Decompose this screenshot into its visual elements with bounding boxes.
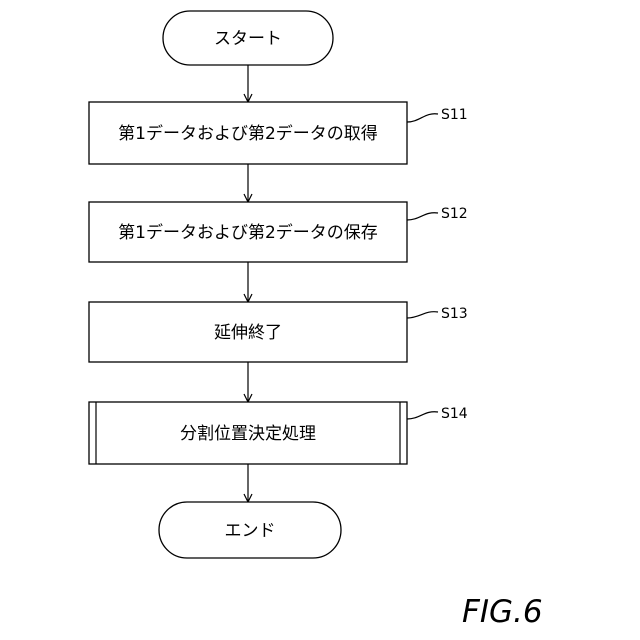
end-terminal-text: エンド	[225, 521, 276, 541]
step-s12-label: S12	[441, 206, 468, 222]
step-s12-leader	[407, 213, 438, 220]
step-s13-text: 延伸終了	[214, 323, 282, 343]
step-s14-leader	[407, 412, 438, 419]
step-s11-label: S11	[441, 107, 468, 123]
step-s13-label: S13	[441, 306, 468, 322]
step-s11-box: 第1データおよび第2データの取得	[89, 102, 407, 164]
step-s14-box: 分割位置決定処理	[89, 402, 407, 464]
step-s12-text: 第1データおよび第2データの保存	[118, 222, 378, 243]
step-s13-box: 延伸終了	[89, 302, 407, 362]
step-s14-text: 分割位置決定処理	[180, 424, 316, 444]
step-s11-text: 第1データおよび第2データの取得	[118, 123, 378, 144]
step-s14-label: S14	[441, 406, 468, 422]
figure-label: FIG.6	[462, 594, 543, 630]
step-s11-leader	[407, 114, 438, 122]
step-s13-leader	[407, 312, 438, 318]
start-terminal: スタート	[163, 11, 333, 65]
end-terminal: エンド	[159, 502, 341, 558]
start-terminal-text: スタート	[214, 29, 282, 49]
step-s12-box: 第1データおよび第2データの保存	[89, 202, 407, 262]
